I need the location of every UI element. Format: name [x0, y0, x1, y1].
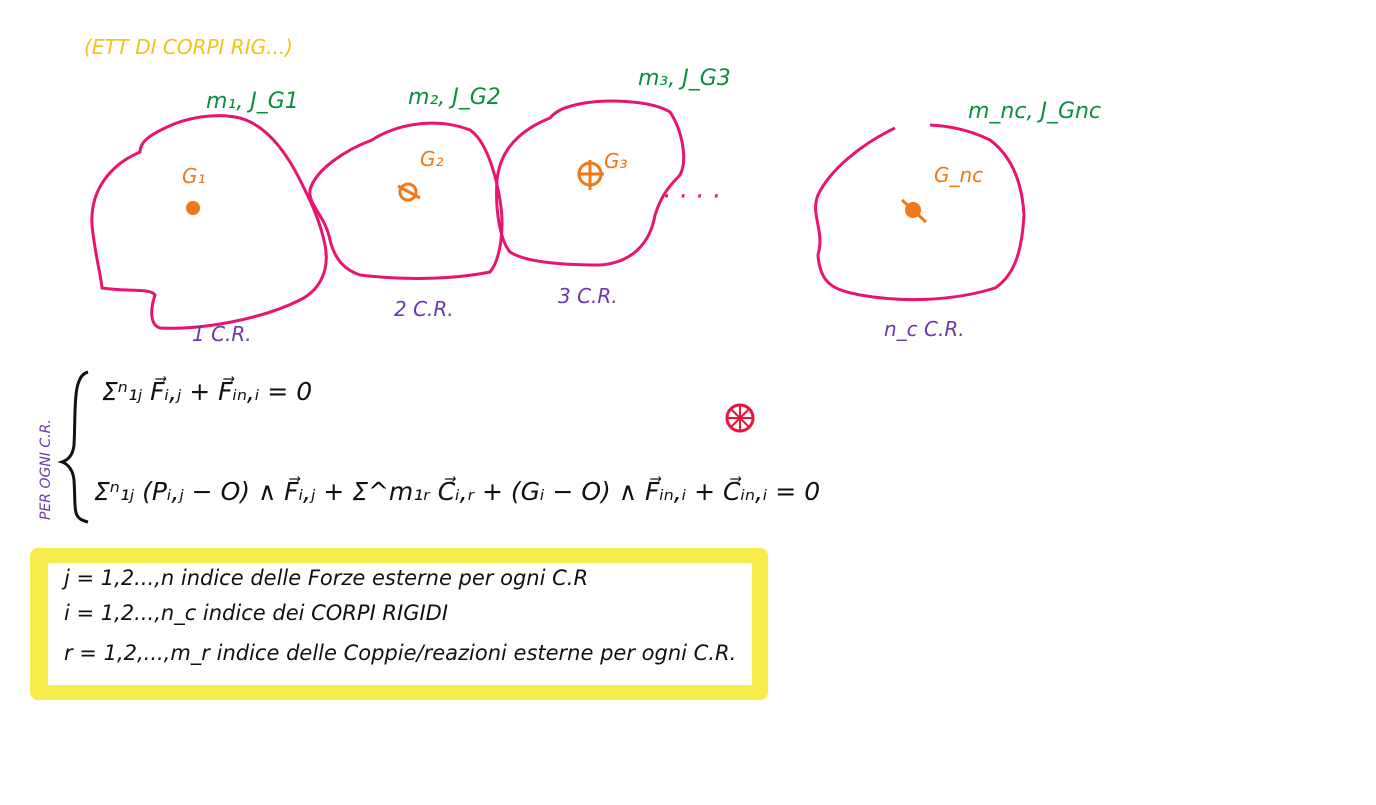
- body-3-outline: [495, 99, 686, 267]
- body-nc-outline: [814, 123, 1026, 302]
- body-2-mass: m₂, J_G2: [408, 85, 501, 110]
- rigid-body-1: m₁, J_G1 G₁ 1 C.R.: [90, 89, 328, 346]
- note-line-i: i = 1,2...,n_c indice dei CORPI RIGIDI: [64, 601, 448, 626]
- body-1-label: 1 C.R.: [192, 322, 252, 346]
- body-nc-centroid-label: G_nc: [934, 163, 983, 187]
- curly-brace: [57, 370, 89, 524]
- rigid-body-3: m₃, J_G3 G₃ 3 C.R.: [495, 66, 731, 308]
- centroid-1-marker: [186, 201, 200, 215]
- body-3-mass: m₃, J_G3: [638, 66, 731, 91]
- rigid-body-2: m₂, J_G2 G₂ 2 C.R.: [308, 85, 504, 321]
- ellipsis-dots: · · · ·: [662, 182, 720, 212]
- rigid-body-nc: m_nc, J_Gnc G_nc n_c C.R.: [814, 99, 1101, 341]
- header-partial: (ETT DI CORPI RIG...): [84, 35, 293, 59]
- centroid-2-cross: [397, 184, 421, 200]
- body-nc-label: n_c C.R.: [884, 317, 965, 341]
- body-2-centroid-label: G₂: [420, 147, 444, 171]
- centroid-2-marker: [398, 182, 418, 202]
- body-2-label: 2 C.R.: [394, 297, 454, 321]
- side-label: PER OGNI C.R.: [38, 419, 54, 520]
- body-1-outline: [90, 114, 328, 330]
- force-equation: Σⁿ₁ⱼ F⃗ᵢ,ⱼ + F⃗ᵢₙ,ᵢ = 0: [102, 376, 312, 406]
- body-3-centroid-label: G₃: [604, 149, 628, 173]
- centroid-nc-cross: [900, 198, 928, 224]
- note-line-j: j = 1,2...,n indice delle Forze esterne …: [61, 566, 588, 590]
- red-marker-icon: [725, 403, 755, 433]
- body-3-label: 3 C.R.: [558, 284, 618, 308]
- notes-box: j = 1,2...,n indice delle Forze esterne …: [30, 548, 768, 700]
- body-nc-mass: m_nc, J_Gnc: [968, 99, 1101, 124]
- body-2-outline: [308, 121, 504, 280]
- notes-inner: [48, 563, 752, 685]
- body-1-centroid-label: G₁: [182, 164, 206, 188]
- moment-equation: Σⁿ₁ⱼ (Pᵢ,ⱼ − O) ∧ F⃗ᵢ,ⱼ + Σ^m₁ᵣ C⃗ᵢ,ᵣ + …: [94, 476, 820, 506]
- body-1-mass: m₁, J_G1: [206, 89, 299, 114]
- note-line-r: r = 1,2,...,m_r indice delle Coppie/reaz…: [64, 641, 736, 666]
